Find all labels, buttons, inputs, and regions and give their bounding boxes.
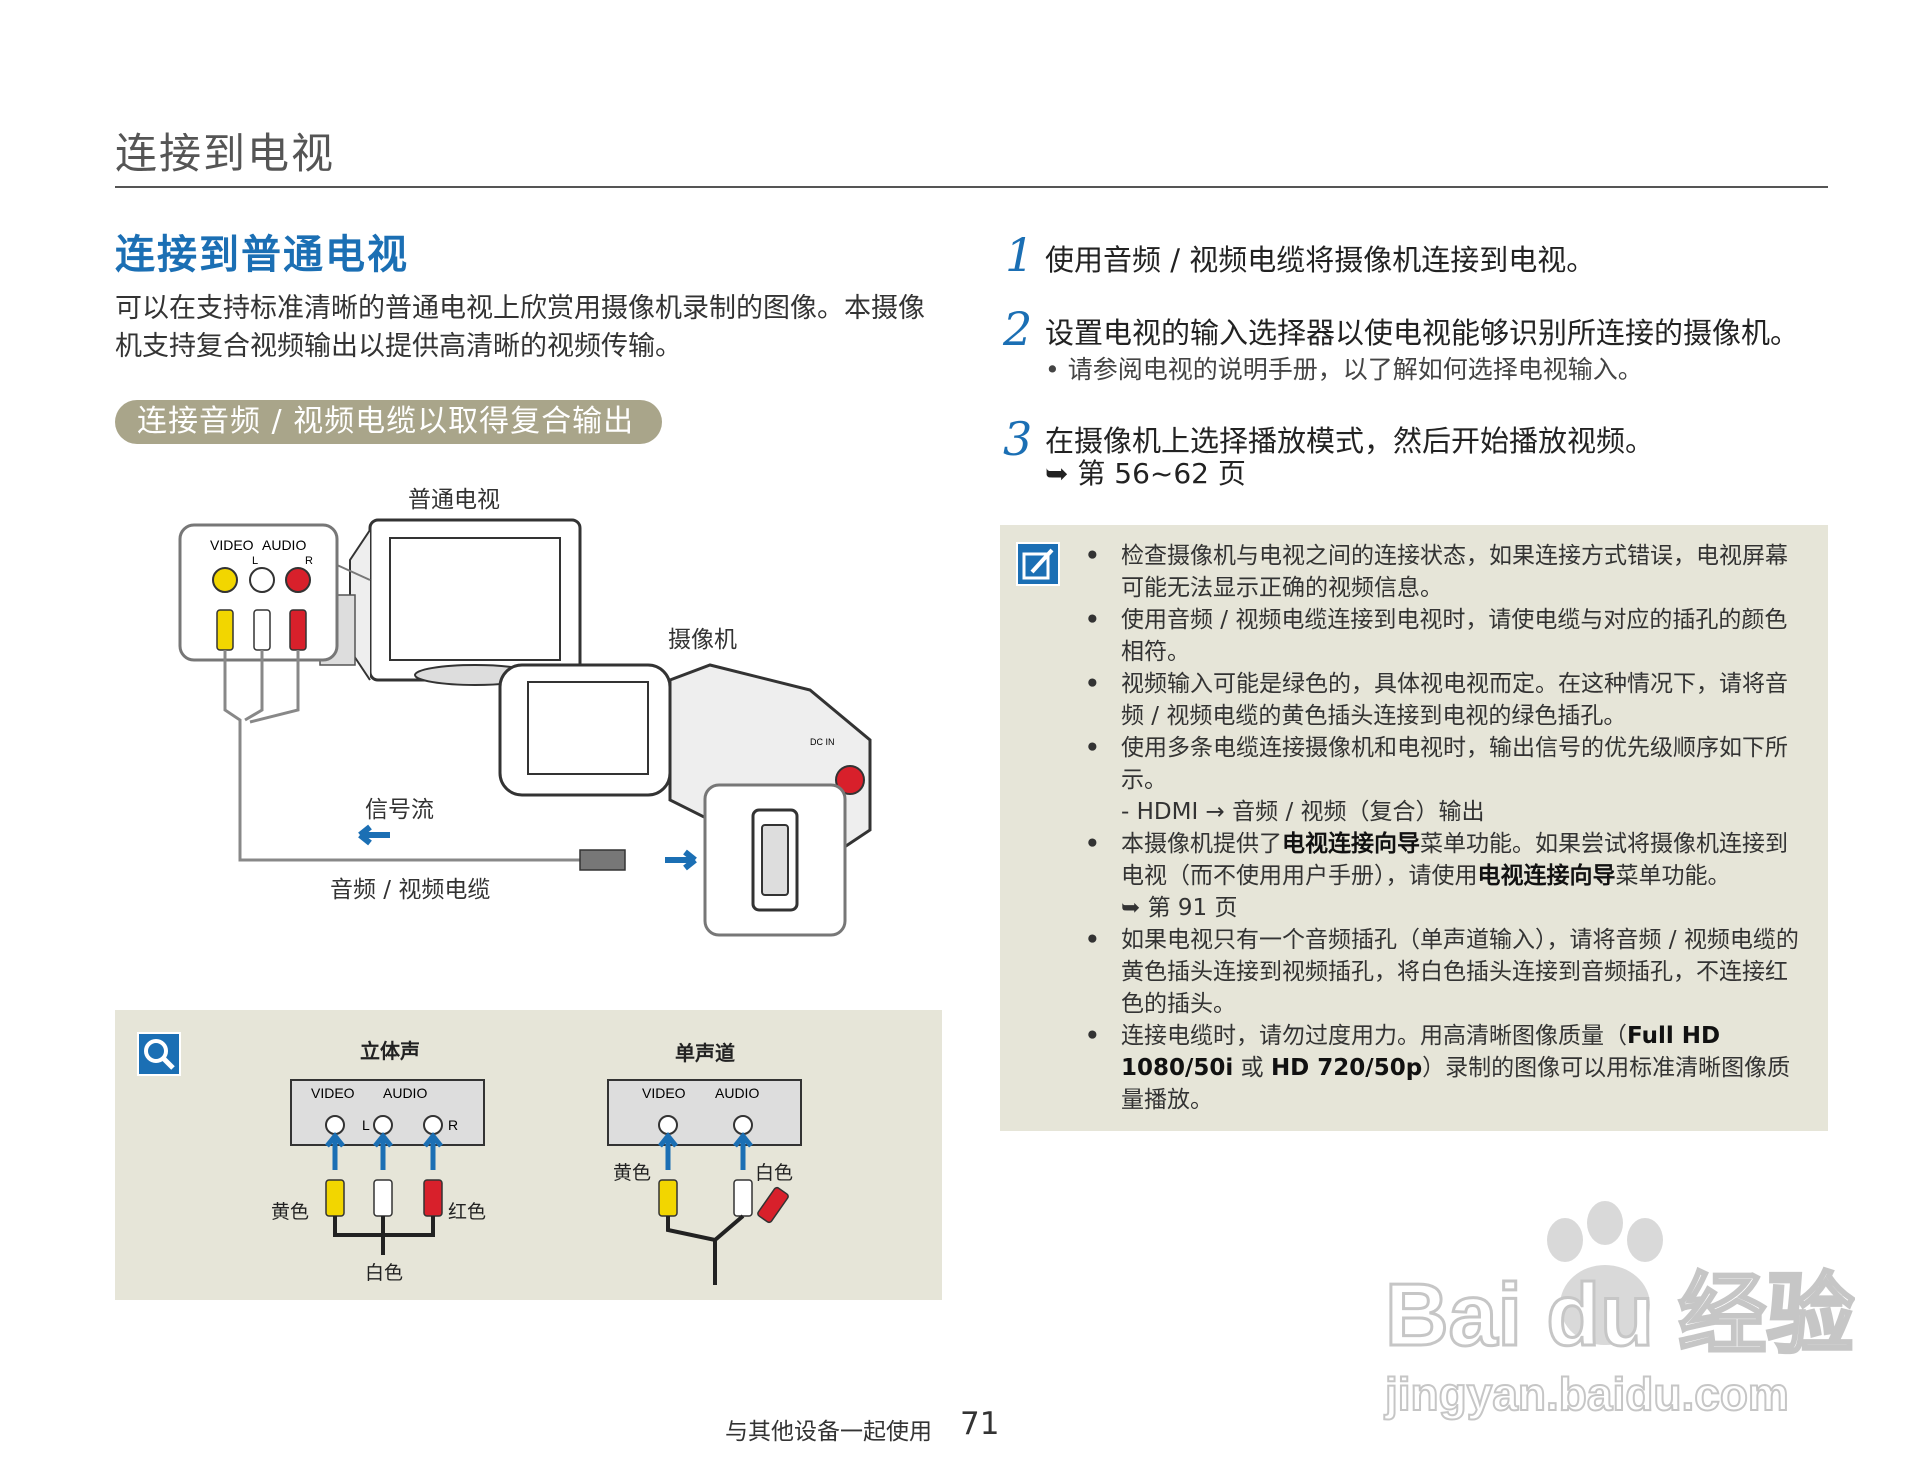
step-3-text: 在摄像机上选择播放模式，然后开始播放视频。 [1045, 424, 1655, 458]
footer-section-text: 与其他设备一起使用 [725, 1419, 932, 1445]
audio-l-jack-white [249, 567, 275, 593]
jack-l-text: L [252, 555, 258, 567]
mono-yellow-label: 黄色 [613, 1162, 652, 1184]
plug-red [289, 609, 307, 651]
note-text: 菜单功能。 [1615, 863, 1731, 889]
note-text: 或 [1233, 1055, 1271, 1081]
mono-title: 单声道 [675, 1041, 735, 1065]
note-text: 使用多条电缆连接摄像机和电视时，输出信号的优先级顺序如下所示。 [1121, 735, 1788, 793]
stereo-audio-text: AUDIO [383, 1085, 427, 1101]
step-2-sub: • 请参阅电视的说明手册，以了解如何选择电视输入。 [1045, 355, 1643, 384]
step-1-text: 使用音频 / 视频电缆将摄像机连接到电视。 [1045, 243, 1596, 277]
mono-audio-text: AUDIO [715, 1085, 759, 1101]
step-1-number: 1 [1005, 228, 1035, 282]
step-2-text: 设置电视的输入选择器以使电视能够识别所连接的摄像机。 [1045, 316, 1800, 350]
jack-audio-text: AUDIO [262, 537, 306, 553]
note-bold-term: Full HD 1080/50i [1121, 1023, 1721, 1081]
note-item: •本摄像机提供了电视连接向导菜单功能。如果尝试将摄像机连接到电视（而不使用用户手… [1085, 831, 1788, 921]
mono-panel: VIDEO AUDIO [607, 1079, 802, 1285]
mono-video-text: VIDEO [642, 1085, 686, 1101]
note-text: 如果电视只有一个音频插孔（单声道输入），请将音频 / 视频电缆的黄色插头连接到视… [1121, 927, 1799, 1017]
note-text: 视频输入可能是绿色的，具体视电视而定。在这种情况下，请将音频 / 视频电缆的黄色… [1121, 671, 1788, 729]
cam-port-text: DC IN [810, 737, 835, 747]
tv-jack-callout: VIDEO AUDIO L R [178, 523, 371, 662]
tv-illustration [319, 518, 582, 686]
stereo-title: 立体声 [360, 1039, 420, 1063]
note-item: •视频输入可能是绿色的，具体视电视而定。在这种情况下，请将音频 / 视频电缆的黄… [1085, 671, 1788, 729]
step-2-number: 2 [1003, 302, 1033, 356]
note-text: 使用音频 / 视频电缆连接到电视时，请使电缆与对应的插孔的颜色相符。 [1121, 607, 1788, 665]
note-item: •如果电视只有一个音频插孔（单声道输入），请将音频 / 视频电缆的黄色插头连接到… [1085, 927, 1799, 1017]
cable-connector [579, 849, 626, 871]
stereo-panel: VIDEO AUDIO L R [290, 1079, 485, 1255]
header-divider [115, 186, 1828, 188]
section-title: 连接到普通电视 [115, 232, 409, 278]
watermark-url-text: jingyan.baidu.com [1384, 1368, 1789, 1420]
page-header-title: 连接到电视 [115, 129, 336, 178]
tip-diagram-svg: VIDEO AUDIO L R VIDEO AUDIO [290, 1079, 802, 1285]
plug-yellow [216, 609, 234, 651]
note-text: 菜单功能。如果尝试将摄像机连接到电视（而不使用用户手册），请使用 [1121, 831, 1788, 889]
note-text: 本摄像机提供了 [1121, 831, 1282, 857]
notes-box [1000, 525, 1828, 1131]
note-text: ）录制的图像可以用标准清晰图像质量播放。 [1121, 1055, 1791, 1113]
subsection-pill: 连接音频 / 视频电缆以取得复合输出 [115, 400, 663, 444]
audio-r-jack-red [285, 567, 311, 593]
note-item: •使用多条电缆连接摄像机和电视时，输出信号的优先级顺序如下所示。- HDMI →… [1085, 735, 1788, 825]
note-item: •检查摄像机与电视之间的连接状态，如果连接方式错误，电视屏幕可能无法显示正确的视… [1085, 543, 1788, 601]
note-subline: - HDMI → 音频 / 视频（复合）输出 [1121, 799, 1485, 825]
stereo-video-text: VIDEO [311, 1085, 355, 1101]
stereo-r-text: R [448, 1117, 458, 1133]
camcorder-label: 摄像机 [668, 627, 737, 653]
signal-arrow-right [665, 849, 697, 871]
note-bold-term: 电视连接向导 [1282, 831, 1420, 857]
step-3-number: 3 [1003, 412, 1033, 466]
watermark-brand-text: Bai du 经验 [1385, 1265, 1854, 1364]
jack-video-text: VIDEO [210, 537, 254, 553]
note-text: 连接电缆时，请勿过度用力。用高清晰图像质量（ [1121, 1023, 1627, 1049]
note-item: •连接电缆时，请勿过度用力。用高清晰图像质量（Full HD 1080/50i … [1085, 1023, 1791, 1113]
mono-white-label: 白色 [755, 1162, 794, 1184]
stereo-red-label: 红色 [448, 1201, 487, 1223]
jack-r-text: R [305, 555, 313, 567]
stereo-white-label: 白色 [365, 1262, 404, 1284]
note-page-ref: ➥ 第 91 页 [1121, 895, 1238, 921]
connection-diagram: VIDEO AUDIO L R DC IN [170, 470, 890, 950]
stereo-l-text: L [362, 1117, 370, 1133]
tip-box: 立体声 单声道 VIDEO AUDIO L R VIDEO AUDIO [115, 1010, 942, 1300]
note-bold-term: HD 720/50p [1270, 1055, 1423, 1081]
av-cable-label: 音频 / 视频电缆 [330, 877, 491, 903]
note-text: 检查摄像机与电视之间的连接状态，如果连接方式错误，电视屏幕可能无法显示正确的视频… [1121, 543, 1788, 601]
cam-port-callout [703, 783, 847, 937]
plug-white [253, 609, 271, 651]
notes-list: •检查摄像机与电视之间的连接状态，如果连接方式错误，电视屏幕可能无法显示正确的视… [1085, 540, 1810, 1116]
magnifier-icon [137, 1032, 181, 1076]
step-3-page-ref: ➥ 第 56~62 页 [1045, 457, 1246, 490]
connection-diagram-svg: VIDEO AUDIO L R DC IN [178, 518, 872, 937]
baidu-paw-logo: Bai du 经验 jingyan.baidu.com [1383, 1201, 1856, 1421]
video-jack-yellow [212, 567, 238, 593]
baidu-watermark: Bai du 经验 jingyan.baidu.com [1375, 1195, 1856, 1425]
tv-label: 普通电视 [408, 487, 500, 513]
intro-paragraph: 可以在支持标准清晰的普通电视上欣赏用摄像机录制的图像。本摄像机支持复合视频输出以… [115, 293, 925, 362]
note-item: •使用音频 / 视频电缆连接到电视时，请使电缆与对应的插孔的颜色相符。 [1085, 607, 1788, 665]
footer-page-number: 71 [960, 1406, 1000, 1442]
signal-flow-label: 信号流 [365, 797, 434, 823]
note-pencil-icon [1016, 542, 1060, 586]
av-cable [223, 650, 590, 862]
note-bold-term: 电视连接向导 [1477, 863, 1616, 889]
stereo-yellow-label: 黄色 [271, 1201, 310, 1223]
signal-arrow-left [358, 824, 390, 846]
